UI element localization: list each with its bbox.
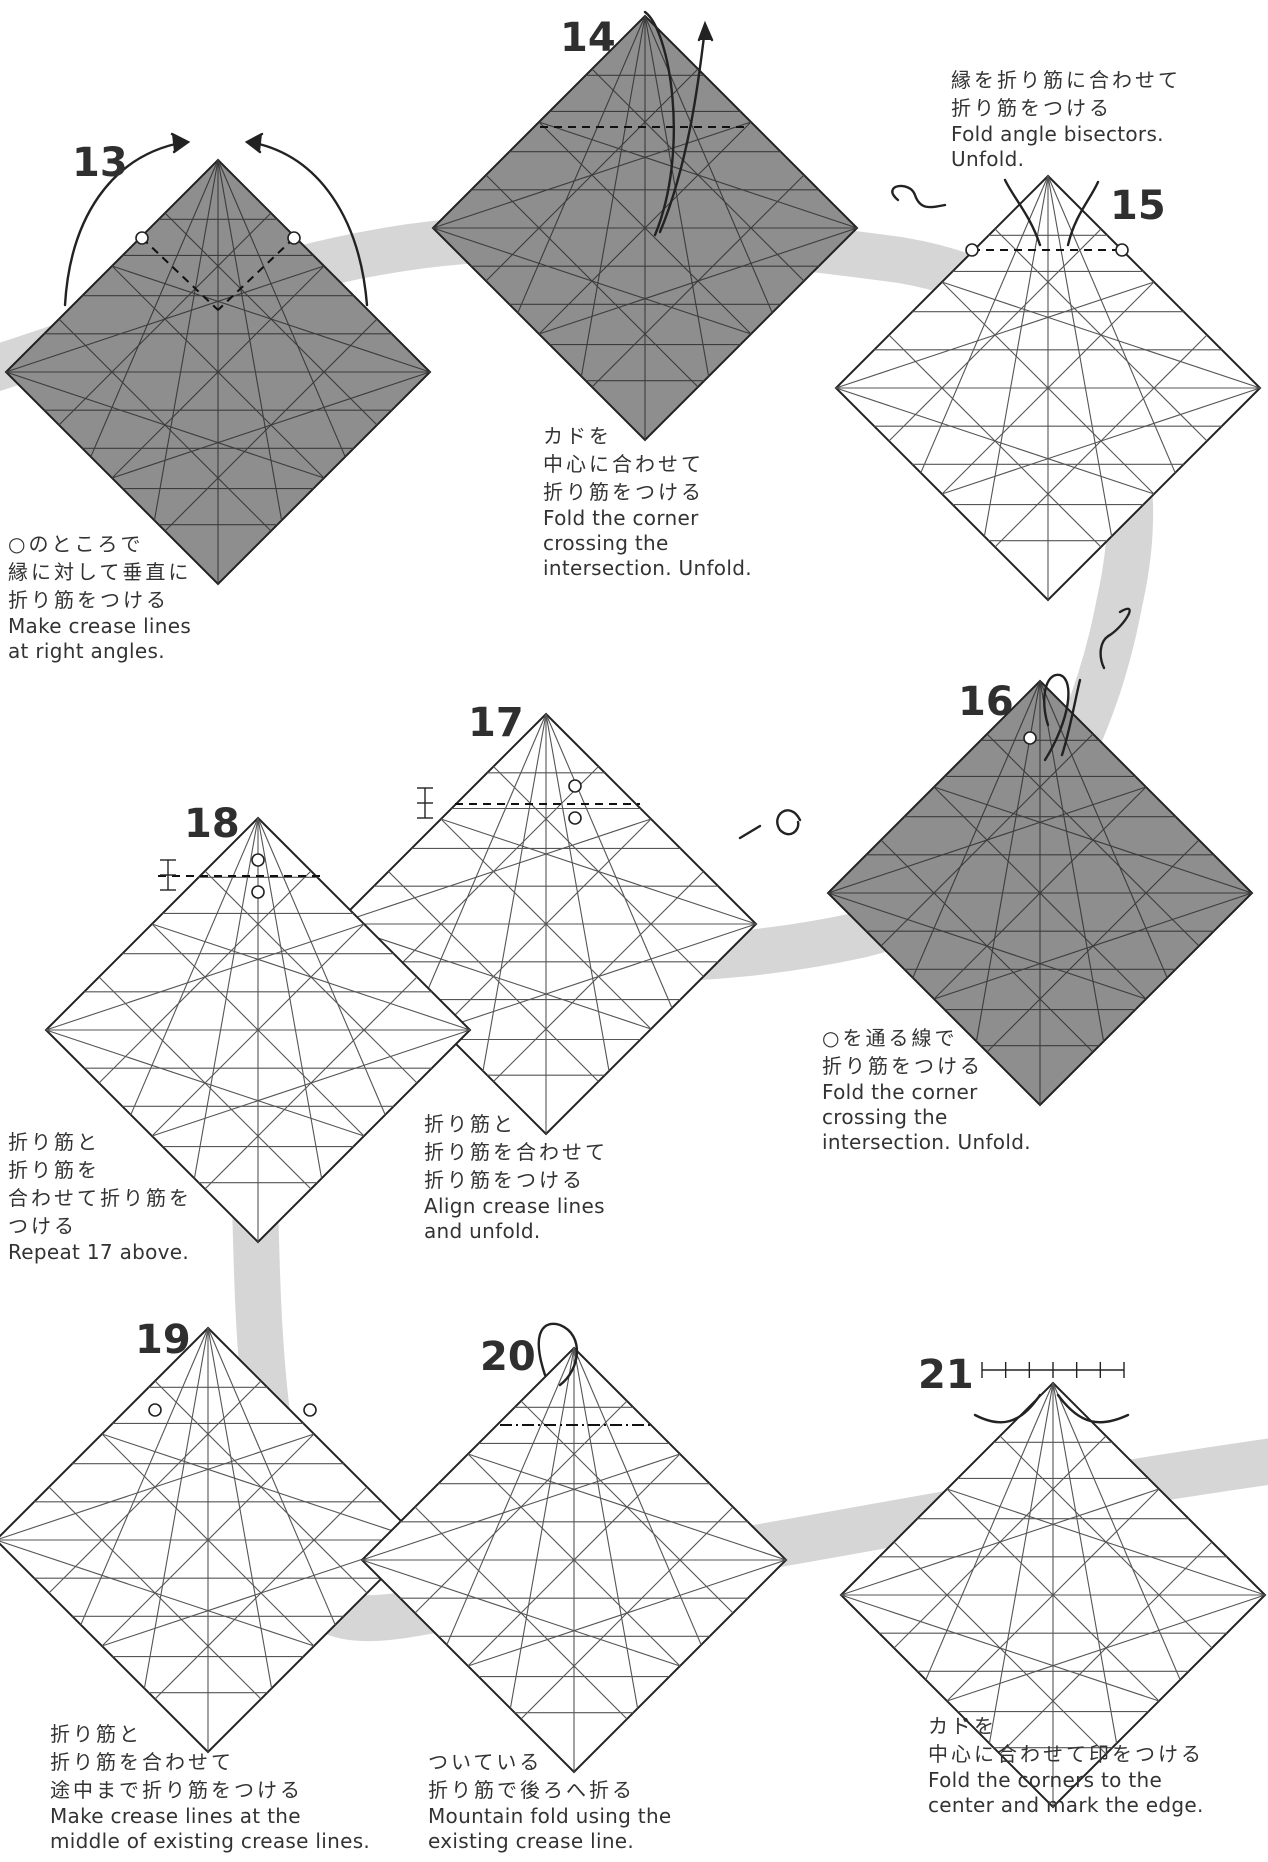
caption-en: intersection. Unfold. [543, 556, 752, 581]
step-20-diagram [362, 1348, 786, 1772]
caption-en: Make crease lines at the [50, 1804, 370, 1829]
step-13-diagram [6, 160, 430, 584]
caption-en: Fold the corner [543, 506, 752, 531]
caption-en: middle of existing crease lines. [50, 1829, 370, 1854]
reference-circle [569, 780, 581, 792]
caption-ja: ○のところで [8, 530, 191, 558]
caption-ja: 折り筋を [8, 1156, 192, 1184]
caption-en: Unfold. [951, 147, 1181, 172]
caption-ja: 折り筋で後ろへ折る [428, 1776, 672, 1804]
arrowhead [247, 134, 262, 152]
measure-ruler [982, 1362, 1124, 1378]
caption-ja: 途中まで折り筋をつける [50, 1776, 370, 1804]
caption-ja: 折り筋を合わせて [50, 1748, 370, 1776]
measure-ruler [160, 860, 176, 890]
caption-en: Mountain fold using the [428, 1804, 672, 1829]
step-18-caption: 折り筋と 折り筋を 合わせて折り筋を つける Repeat 17 above. [8, 1128, 192, 1265]
caption-ja: 折り筋と [8, 1128, 192, 1156]
reference-circle [1024, 732, 1036, 744]
caption-ja: カドを [543, 422, 752, 450]
caption-en: at right angles. [8, 639, 191, 664]
step-21-caption: カドを 中心に合わせて印をつける Fold the corners to the… [928, 1712, 1204, 1818]
caption-ja: つける [8, 1212, 192, 1240]
caption-en: Make crease lines [8, 614, 191, 639]
caption-en: and unfold. [424, 1219, 608, 1244]
step-14-diagram [433, 16, 857, 440]
step-number: 16 [958, 682, 1014, 722]
caption-en: Fold the corners to the [928, 1768, 1204, 1793]
caption-ja: 折り筋をつける [8, 586, 191, 614]
turn-over-symbol [740, 810, 800, 838]
step-number: 13 [72, 143, 128, 183]
step-17-caption: 折り筋と 折り筋を合わせて 折り筋をつける Align crease lines… [424, 1110, 608, 1244]
caption-en: crossing the [543, 531, 752, 556]
caption-ja: ついている [428, 1748, 672, 1776]
caption-ja: 中心に合わせて印をつける [928, 1740, 1204, 1768]
caption-ja: 折り筋をつける [822, 1052, 1031, 1080]
caption-ja: 縁に対して垂直に [8, 558, 191, 586]
caption-en: Align crease lines [424, 1194, 608, 1219]
reference-circle [136, 232, 148, 244]
caption-ja: ○を通る線で [822, 1024, 1031, 1052]
caption-en: crossing the [822, 1105, 1031, 1130]
caption-en: existing crease line. [428, 1829, 672, 1854]
step-13-caption: ○のところで 縁に対して垂直に 折り筋をつける Make crease line… [8, 530, 191, 664]
caption-ja: 中心に合わせて [543, 450, 752, 478]
reference-circle [966, 244, 978, 256]
caption-ja: 折り筋をつける [543, 478, 752, 506]
caption-en: Fold angle bisectors. [951, 122, 1181, 147]
step-number: 15 [1110, 186, 1166, 226]
caption-en: Fold the corner [822, 1080, 1031, 1105]
step-number: 20 [480, 1337, 536, 1377]
step-14-caption: カドを 中心に合わせて 折り筋をつける Fold the corner cros… [543, 422, 752, 581]
caption-en: Repeat 17 above. [8, 1240, 192, 1265]
reference-circle [252, 854, 264, 866]
measure-ruler [417, 788, 433, 818]
step-number: 14 [560, 18, 616, 58]
reference-circle [1116, 244, 1128, 256]
step-number: 18 [184, 804, 240, 844]
arrowhead [699, 24, 712, 40]
caption-ja: 折り筋を合わせて [424, 1138, 608, 1166]
caption-ja: 合わせて折り筋を [8, 1184, 192, 1212]
caption-en: center and mark the edge. [928, 1793, 1204, 1818]
step-19-diagram [0, 1328, 420, 1752]
reference-circle [252, 886, 264, 898]
reference-circle [569, 812, 581, 824]
reference-circle [288, 232, 300, 244]
turn-over-symbol [892, 186, 945, 207]
caption-ja: カドを [928, 1712, 1204, 1740]
step-15-caption: 縁を折り筋に合わせて 折り筋をつける Fold angle bisectors.… [951, 66, 1181, 172]
arrowhead [172, 134, 188, 152]
step-number: 19 [135, 1320, 191, 1360]
step-number: 21 [918, 1355, 974, 1395]
step-20-caption: ついている 折り筋で後ろへ折る Mountain fold using the … [428, 1748, 672, 1854]
step-16-caption: ○を通る線で 折り筋をつける Fold the corner crossing … [822, 1024, 1031, 1155]
reference-circle [304, 1404, 316, 1416]
reference-circle [149, 1404, 161, 1416]
caption-ja: 縁を折り筋に合わせて [951, 66, 1181, 94]
caption-en: intersection. Unfold. [822, 1130, 1031, 1155]
step-19-caption: 折り筋と 折り筋を合わせて 途中まで折り筋をつける Make crease li… [50, 1720, 370, 1854]
caption-ja: 折り筋をつける [424, 1166, 608, 1194]
caption-ja: 折り筋と [424, 1110, 608, 1138]
step-number: 17 [468, 703, 524, 743]
caption-ja: 折り筋と [50, 1720, 370, 1748]
caption-ja: 折り筋をつける [951, 94, 1181, 122]
